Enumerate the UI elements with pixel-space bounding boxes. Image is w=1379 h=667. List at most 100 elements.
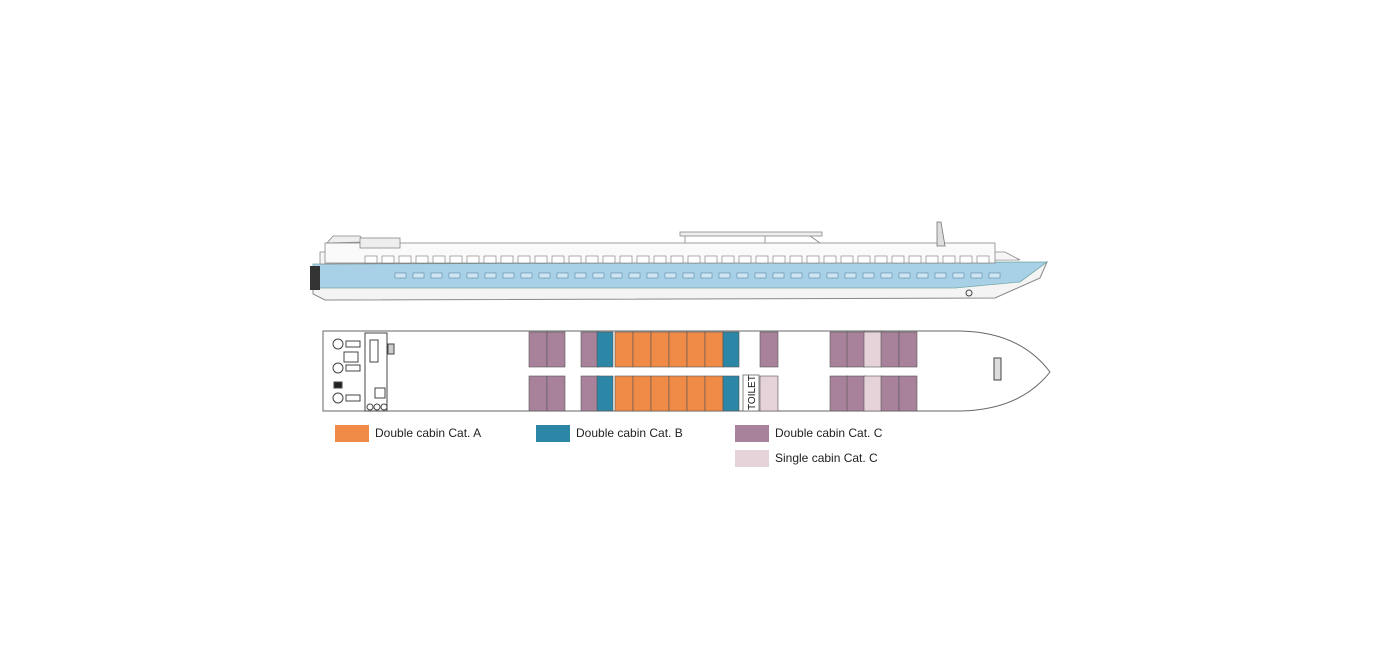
upper-window bbox=[619, 255, 633, 264]
cabin bbox=[880, 375, 900, 412]
upper-window bbox=[432, 255, 446, 264]
legend-swatch-cat-c-double bbox=[735, 424, 769, 442]
upper-window bbox=[398, 255, 412, 264]
porthole bbox=[880, 272, 893, 279]
porthole bbox=[484, 272, 497, 279]
upper-window bbox=[755, 255, 769, 264]
mast bbox=[936, 221, 946, 247]
cabin bbox=[759, 375, 779, 412]
legend-label-cat-c-double: Double cabin Cat. C bbox=[775, 426, 883, 440]
cabins-top-row bbox=[528, 331, 918, 368]
upper-window bbox=[551, 255, 565, 264]
porthole bbox=[394, 272, 407, 279]
legend-label-cat-a: Double cabin Cat. A bbox=[375, 426, 482, 440]
porthole bbox=[988, 272, 1001, 279]
cabin bbox=[650, 331, 670, 368]
upper-window bbox=[823, 255, 837, 264]
porthole bbox=[862, 272, 875, 279]
cabin bbox=[668, 331, 688, 368]
upper-window bbox=[500, 255, 514, 264]
sun-deck-awning bbox=[679, 231, 823, 237]
porthole bbox=[646, 272, 659, 279]
windlass-icon bbox=[993, 357, 1002, 381]
porthole bbox=[970, 272, 983, 279]
upper-window bbox=[364, 255, 378, 264]
cabin bbox=[528, 331, 548, 368]
upper-window bbox=[449, 255, 463, 264]
upper-window bbox=[483, 255, 497, 264]
upper-window bbox=[738, 255, 752, 264]
cabin bbox=[596, 331, 614, 368]
upper-window bbox=[789, 255, 803, 264]
porthole bbox=[916, 272, 929, 279]
cabin bbox=[829, 375, 849, 412]
porthole bbox=[466, 272, 479, 279]
stern-equipment bbox=[332, 332, 395, 412]
porthole bbox=[682, 272, 695, 279]
upper-window bbox=[534, 255, 548, 264]
wheelhouse bbox=[326, 235, 366, 244]
legend-cat-c-single: Single cabin Cat. C bbox=[735, 449, 878, 467]
porthole bbox=[718, 272, 731, 279]
porthole bbox=[556, 272, 569, 279]
porthole bbox=[808, 272, 821, 279]
cabin bbox=[704, 331, 724, 368]
porthole bbox=[538, 272, 551, 279]
deck-plan: TOILET bbox=[322, 330, 1051, 412]
upper-window bbox=[840, 255, 854, 264]
upper-window bbox=[415, 255, 429, 264]
cabin bbox=[614, 375, 634, 412]
porthole bbox=[952, 272, 965, 279]
cabin bbox=[546, 331, 566, 368]
porthole bbox=[934, 272, 947, 279]
upper-window bbox=[959, 255, 973, 264]
aft-structure bbox=[359, 237, 401, 249]
porthole bbox=[592, 272, 605, 279]
cabin bbox=[528, 375, 548, 412]
porthole bbox=[502, 272, 515, 279]
upper-window bbox=[585, 255, 599, 264]
upper-window bbox=[602, 255, 616, 264]
porthole bbox=[772, 272, 785, 279]
legend-cat-b: Double cabin Cat. B bbox=[536, 424, 683, 442]
porthole bbox=[520, 272, 533, 279]
anchor bbox=[965, 289, 973, 297]
porthole bbox=[664, 272, 677, 279]
upper-window bbox=[772, 255, 786, 264]
legend-cat-a: Double cabin Cat. A bbox=[335, 424, 481, 442]
cabin bbox=[722, 331, 740, 368]
upper-window bbox=[670, 255, 684, 264]
porthole bbox=[754, 272, 767, 279]
porthole bbox=[610, 272, 623, 279]
legend-swatch-cat-c-single bbox=[735, 449, 769, 467]
cabin bbox=[704, 375, 724, 412]
cabin bbox=[686, 375, 706, 412]
porthole bbox=[898, 272, 911, 279]
cabin bbox=[722, 375, 740, 412]
cabin bbox=[898, 375, 918, 412]
upper-window bbox=[908, 255, 922, 264]
upper-window bbox=[976, 255, 990, 264]
toilet-label: TOILET bbox=[747, 375, 758, 410]
upper-window bbox=[687, 255, 701, 264]
upper-window bbox=[466, 255, 480, 264]
upper-window bbox=[381, 255, 395, 264]
cabin bbox=[580, 375, 600, 412]
upper-window bbox=[653, 255, 667, 264]
legend-label-cat-b: Double cabin Cat. B bbox=[576, 426, 683, 440]
cabin bbox=[580, 331, 600, 368]
cabin bbox=[829, 331, 849, 368]
sun-deck-rail bbox=[684, 235, 821, 244]
porthole bbox=[844, 272, 857, 279]
cabin bbox=[632, 331, 652, 368]
cabin bbox=[846, 331, 866, 368]
cabin bbox=[596, 375, 614, 412]
cabin bbox=[668, 375, 688, 412]
upper-window bbox=[704, 255, 718, 264]
cabin bbox=[686, 331, 706, 368]
cabin bbox=[650, 375, 670, 412]
cabin bbox=[632, 375, 652, 412]
porthole bbox=[790, 272, 803, 279]
upper-window bbox=[874, 255, 888, 264]
upper-window bbox=[942, 255, 956, 264]
